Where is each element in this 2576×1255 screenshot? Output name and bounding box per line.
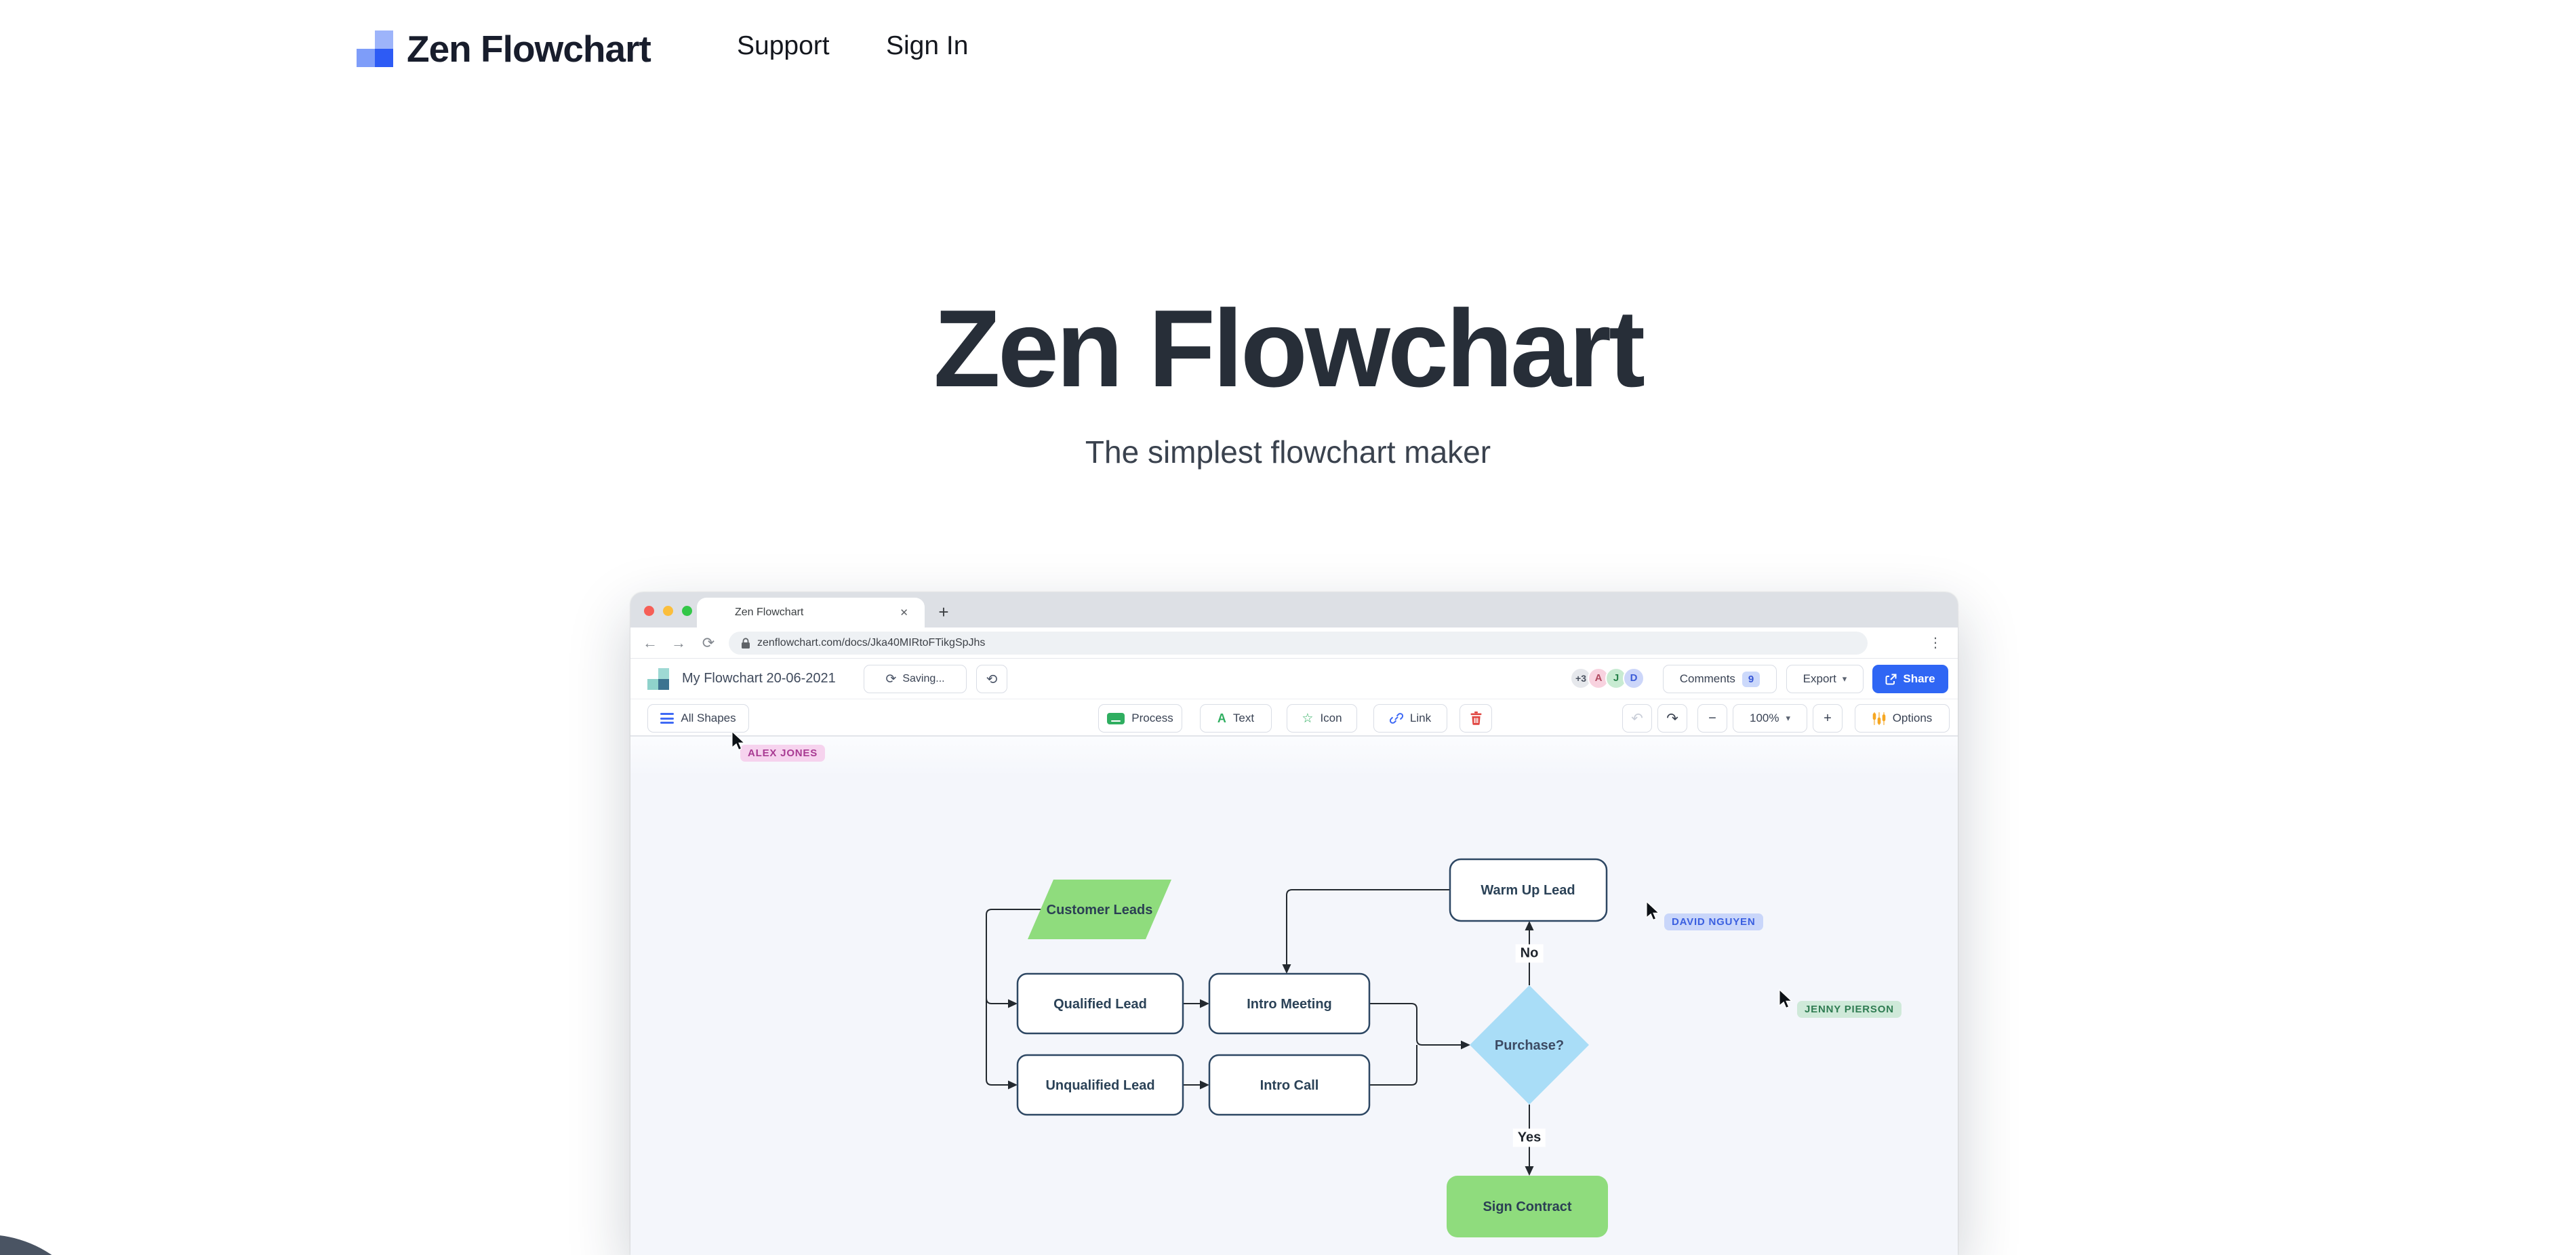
svg-text:Customer Leads: Customer Leads: [1047, 903, 1153, 918]
process-shape-icon: [1107, 712, 1125, 724]
svg-text:Warm Up Lead: Warm Up Lead: [1481, 883, 1575, 898]
svg-text:Unqualified Lead: Unqualified Lead: [1045, 1078, 1154, 1093]
cursor-pointer-icon: [1779, 989, 1793, 1009]
back-button[interactable]: ←: [643, 634, 658, 651]
export-label: Export: [1803, 672, 1836, 685]
cursor-pointer-icon: [731, 731, 746, 751]
node-sign-contract[interactable]: Sign Contract: [1447, 1176, 1608, 1237]
node-qualified-lead[interactable]: Qualified Lead: [1016, 972, 1184, 1035]
top-nav: Zen Flowchart Support Sign In: [0, 0, 2576, 95]
svg-text:Sign Contract: Sign Contract: [1483, 1199, 1571, 1214]
version-history-button[interactable]: ⟲: [976, 665, 1007, 693]
link-label: Link: [1409, 712, 1432, 724]
zoom-out-button[interactable]: −: [1697, 704, 1727, 733]
comments-label: Comments: [1679, 672, 1735, 685]
options-button[interactable]: Options: [1855, 704, 1950, 733]
undo-button[interactable]: ↶: [1622, 704, 1652, 733]
app-logo-icon[interactable]: [647, 668, 669, 690]
url-text: zenflowchart.com/docs/Jka40MIRtoFTikgSpJ…: [757, 637, 986, 649]
icon-tool-button[interactable]: ☆ Icon: [1287, 704, 1357, 733]
chevron-down-icon: ▾: [1842, 674, 1847, 684]
nav-link-support[interactable]: Support: [737, 31, 830, 60]
traffic-light-close-icon[interactable]: [644, 606, 654, 616]
brand-logo-icon: [357, 30, 393, 67]
node-warm-up-lead[interactable]: Warm Up Lead: [1449, 858, 1608, 922]
zoom-level-value: 100%: [1749, 712, 1779, 724]
browser-menu-icon[interactable]: ⋮: [1929, 636, 1942, 651]
svg-text:Intro Call: Intro Call: [1260, 1078, 1319, 1093]
traffic-light-minimize-icon[interactable]: [663, 606, 673, 616]
chevron-down-icon: ▾: [1786, 713, 1790, 723]
sync-icon: ⟳: [885, 672, 897, 686]
export-button[interactable]: Export ▾: [1786, 665, 1864, 693]
collaborator-tag: ALEX JONES: [740, 745, 826, 762]
flowchart-canvas[interactable]: Customer Leads Qualified Lead Intro Meet…: [630, 731, 1958, 1255]
node-purchase-decision[interactable]: Purchase?: [1470, 985, 1589, 1105]
address-bar[interactable]: zenflowchart.com/docs/Jka40MIRtoFTikgSpJ…: [729, 632, 1868, 655]
forward-button[interactable]: →: [671, 634, 686, 651]
brand-logo[interactable]: Zen Flowchart: [357, 27, 651, 70]
reload-button[interactable]: ⟳: [702, 634, 715, 651]
new-tab-button[interactable]: +: [938, 602, 949, 622]
process-shape-button[interactable]: Process: [1098, 704, 1182, 733]
zoom-level-button[interactable]: 100% ▾: [1733, 704, 1807, 733]
link-icon: [1389, 712, 1403, 725]
svg-text:Intro Meeting: Intro Meeting: [1247, 997, 1332, 1012]
brand-name: Zen Flowchart: [407, 28, 651, 70]
hamburger-icon: [660, 711, 675, 726]
history-icon: ⟲: [986, 672, 998, 687]
svg-text:Purchase?: Purchase?: [1495, 1038, 1564, 1053]
cursor-pointer-icon: [1646, 901, 1660, 921]
icon-label: Icon: [1320, 712, 1342, 724]
corner-decoration: [0, 1235, 102, 1255]
sliders-icon: [1872, 712, 1886, 725]
delete-button[interactable]: [1460, 704, 1492, 733]
browser-tab-bar: Zen Flowchart ✕ +: [630, 592, 1958, 628]
link-tool-button[interactable]: Link: [1373, 704, 1447, 733]
nav-link-signin[interactable]: Sign In: [886, 31, 969, 60]
node-intro-meeting[interactable]: Intro Meeting: [1208, 972, 1371, 1035]
node-unqualified-lead[interactable]: Unqualified Lead: [1016, 1054, 1184, 1116]
text-tool-icon: A: [1217, 711, 1226, 725]
tab-title: Zen Flowchart: [735, 606, 804, 618]
collaborator-tag: JENNY PIERSON: [1797, 1001, 1901, 1018]
shape-toolbar: All Shapes Process A Text ☆ Icon: [630, 699, 1958, 737]
avatar-d[interactable]: D: [1623, 667, 1645, 689]
browser-url-row: ← → ⟳ zenflowchart.com/docs/Jka40MIRtoFT…: [630, 628, 1958, 659]
collaborator-tag: DAVID NGUYEN: [1664, 913, 1763, 930]
process-label: Process: [1131, 712, 1173, 724]
browser-window: Zen Flowchart ✕ + ← → ⟳ zenflowchart.com…: [630, 592, 1958, 1255]
node-customer-leads[interactable]: Customer Leads: [1028, 880, 1171, 939]
redo-button[interactable]: ↷: [1657, 704, 1687, 733]
edge-label-yes: Yes: [1512, 1128, 1546, 1147]
share-button[interactable]: Share: [1872, 665, 1948, 693]
hero-subtitle: The simplest flowchart maker: [1085, 434, 1491, 470]
tab-close-icon[interactable]: ✕: [900, 607, 908, 619]
document-title[interactable]: My Flowchart 20-06-2021: [682, 671, 836, 686]
hero-title: Zen Flowchart: [933, 287, 1645, 410]
share-icon: [1885, 674, 1897, 685]
all-shapes-button[interactable]: All Shapes: [647, 704, 749, 733]
node-intro-call[interactable]: Intro Call: [1208, 1054, 1371, 1116]
trash-icon: [1470, 712, 1482, 725]
text-tool-button[interactable]: A Text: [1200, 704, 1272, 733]
comments-button[interactable]: Comments 9: [1663, 665, 1777, 693]
all-shapes-label: All Shapes: [681, 712, 736, 724]
app-header: My Flowchart 20-06-2021 ⟳ Saving... ⟲ +3…: [630, 659, 1958, 699]
saving-status-button[interactable]: ⟳ Saving...: [864, 665, 967, 693]
edge-label-no: No: [1515, 944, 1544, 963]
svg-text:Qualified Lead: Qualified Lead: [1053, 997, 1147, 1012]
comments-count-badge: 9: [1742, 671, 1760, 687]
options-label: Options: [1892, 712, 1933, 724]
traffic-light-zoom-icon[interactable]: [682, 606, 692, 616]
saving-label: Saving...: [902, 673, 945, 684]
flowchart-svg: Customer Leads Qualified Lead Intro Meet…: [986, 858, 1608, 1237]
star-icon: ☆: [1302, 711, 1314, 726]
share-label: Share: [1903, 672, 1935, 685]
browser-tab[interactable]: Zen Flowchart ✕: [697, 598, 925, 628]
text-label: Text: [1232, 712, 1255, 724]
zoom-in-button[interactable]: +: [1813, 704, 1843, 733]
lock-icon: [741, 637, 750, 649]
